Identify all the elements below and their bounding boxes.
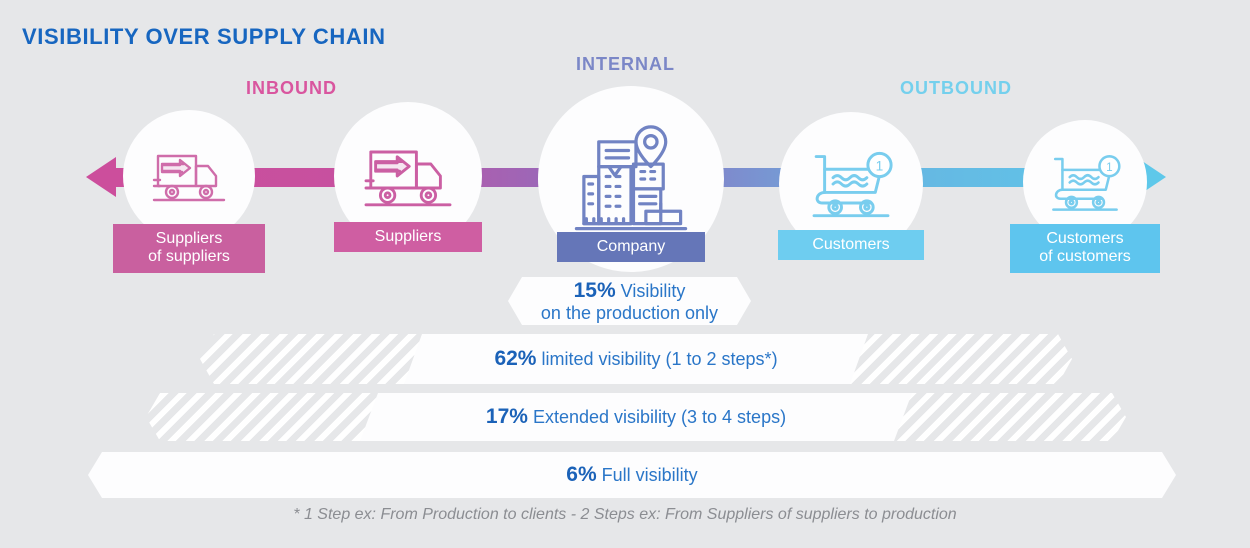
stat-text: 17% Extended visibility (3 to 4 steps) [146,393,1126,441]
bar-solid-fill [360,393,912,441]
node-label: Suppliers [334,222,482,253]
hatch-pattern-right [850,334,1072,384]
bar-solid-fill [404,334,868,384]
cart-badge-count: 1 [1106,160,1113,173]
node-suppliers[interactable]: Suppliers [334,102,482,253]
stat-text: 6% Full visibility [566,462,697,487]
stat-label: limited visibility (1 to 2 steps*) [541,349,778,370]
node-customers-of-customers[interactable]: 1 Customers of customers [1010,120,1160,273]
stat-text: 15% Visibility on the production only [541,278,718,325]
stat-label-second-line: on the production only [540,302,719,323]
arrow-left-icon [86,157,116,197]
stat-percent: 6% [566,463,597,487]
node-label: Customers of customers [1010,224,1160,273]
stat-label: Full visibility [601,465,698,486]
section-caption-outbound: OUTBOUND [900,78,1012,98]
hatch-pattern-left [200,334,422,384]
page-title: VISIBILITY OVER SUPPLY CHAIN [22,24,386,49]
stat-label: Extended visibility (3 to 4 steps) [532,407,787,428]
delivery-truck-icon [364,150,452,207]
node-label: Company [557,232,705,263]
footnote: * 1 Step ex: From Production to clients … [293,506,957,523]
stat-bar-limited-visibility: 62% limited visibility (1 to 2 steps*) [200,334,1072,384]
node-icon-circle [123,110,255,242]
hatch-pattern-right [894,393,1126,441]
stat-bar-production-visibility: 15% Visibility on the production only [508,277,751,325]
stat-text: 62% limited visibility (1 to 2 steps*) [200,334,1072,384]
delivery-truck-icon [152,154,226,202]
stat-percent: 17% [485,405,528,429]
cart-badge-count: 1 [876,158,884,173]
node-icon-circle: 1 [1023,120,1147,244]
stat-label: Visibility [620,280,686,301]
shopping-cart-icon: 1 [1052,154,1121,211]
section-caption-inbound: INBOUND [246,78,337,98]
hatch-pattern-left [146,393,378,441]
stat-bar-extended-visibility: 17% Extended visibility (3 to 4 steps) [146,393,1126,441]
node-customers[interactable]: 1 Customers [778,112,924,261]
stat-bar-full-visibility: 6% Full visibility [88,452,1176,498]
node-label: Customers [778,230,924,261]
shopping-cart-icon: 1 [812,151,893,218]
node-suppliers-of-suppliers[interactable]: Suppliers of suppliers [113,110,265,273]
factory-buildings-icon [574,125,688,231]
node-company[interactable]: Company [538,86,724,272]
node-label: Suppliers of suppliers [113,224,265,273]
stat-percent: 62% [494,347,537,371]
section-caption-internal: INTERNAL [576,54,675,74]
stat-percent: 15% [573,278,616,302]
